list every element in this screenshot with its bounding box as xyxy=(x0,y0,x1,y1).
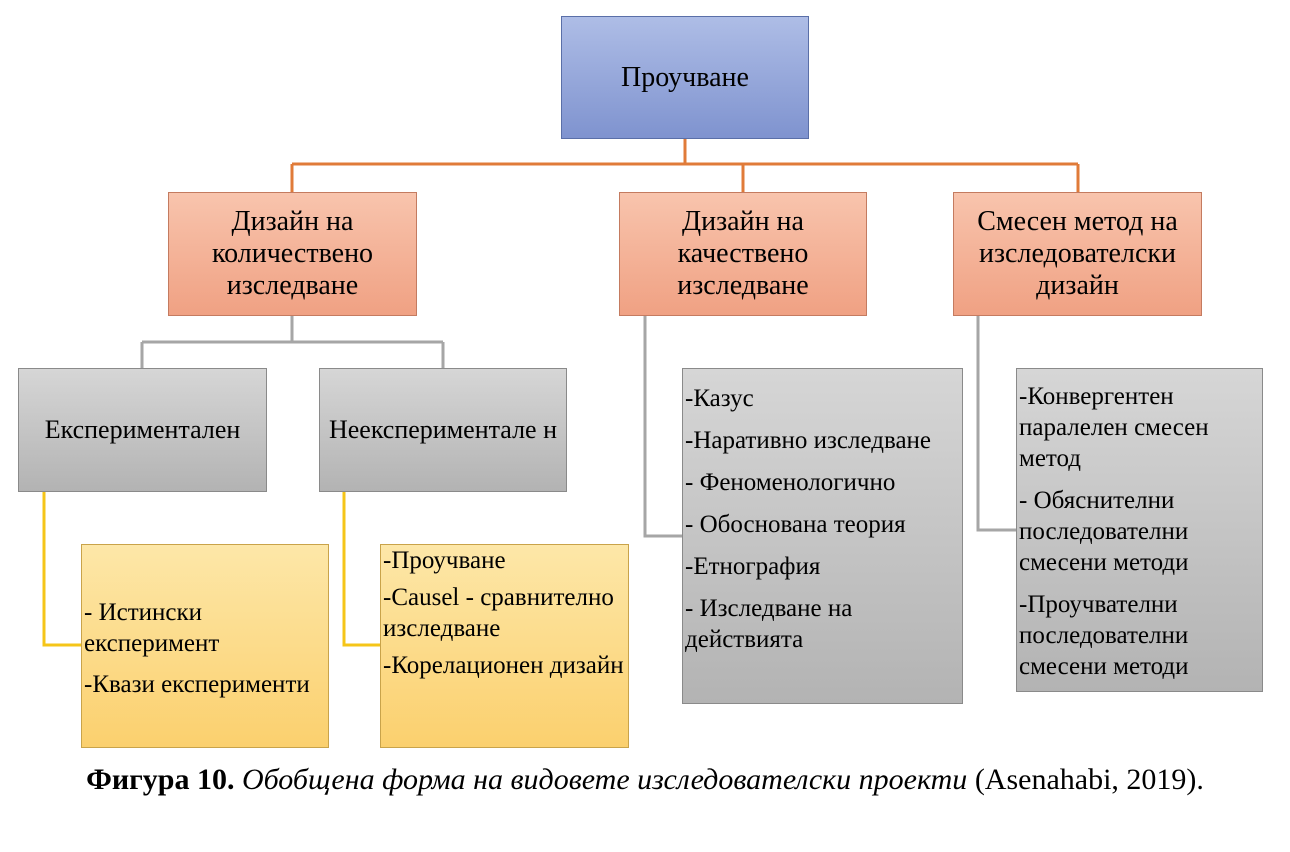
qualitative-design-label: Дизайн на качествено изследване xyxy=(677,206,809,301)
experimental-items-box: - Истински експеримент -Квази експеримен… xyxy=(81,544,329,748)
caption-figure-label: Фигура 10. xyxy=(86,763,235,796)
nonexperimental-node: Неекспериментале н xyxy=(319,368,567,492)
experimental-item: - Истински експеримент xyxy=(84,598,220,657)
nonexperimental-item: -Корелационен дизайн xyxy=(383,652,624,679)
mixed-items-box: -Конвергентен паралелен смесен метод - О… xyxy=(1016,368,1263,692)
caption-title: Обобщена форма на видовете изследователс… xyxy=(241,763,968,796)
mixed-design-label: Смесен метод на изследователски дизайн xyxy=(977,206,1178,301)
nonexperimental-item: -Проучване xyxy=(383,547,506,574)
experimental-label: Експериментален xyxy=(44,415,241,444)
quantitative-design-label: Дизайн на количествено изследване xyxy=(211,206,374,301)
mixed-item: - Обяснителни последователни смесени мет… xyxy=(1019,487,1189,576)
figure-caption: Фигура 10. Обобщена форма на видовете из… xyxy=(0,760,1290,800)
quantitative-design-node: Дизайн на количествено изследване xyxy=(168,192,417,316)
qualitative-item: - Изследване на действията xyxy=(685,595,853,653)
caption-citation: (Asenahabi, 2019). xyxy=(974,763,1204,796)
qualitative-design-node: Дизайн на качествено изследване xyxy=(619,192,867,316)
qualitative-item: -Етнография xyxy=(685,553,821,580)
experimental-node: Експериментален xyxy=(18,368,267,492)
quantitative-connectors xyxy=(140,316,445,368)
qualitative-item: - Феноменологично xyxy=(685,469,896,496)
root-connectors xyxy=(290,139,1080,192)
mixed-item: -Конвергентен паралелен смесен метод xyxy=(1019,383,1209,472)
nonexperimental-label: Неекспериментале н xyxy=(328,415,558,444)
mixed-item: -Проучвателни последователни смесени мет… xyxy=(1019,591,1189,680)
qualitative-item: -Казус xyxy=(685,385,754,412)
mixed-design-node: Смесен метод на изследователски дизайн xyxy=(953,192,1202,316)
side-connectors-gray xyxy=(643,316,1016,538)
root-label: Проучване xyxy=(621,61,749,93)
root-node: Проучване xyxy=(561,16,809,139)
qualitative-item: - Обоснована теория xyxy=(685,511,906,538)
nonexperimental-items-box: -Проучване -Causel - сравнително изследв… xyxy=(380,544,629,748)
qualitative-item: -Наративно изследване xyxy=(685,427,932,454)
side-connectors-yellow xyxy=(42,492,380,647)
nonexperimental-item: -Causel - сравнително изследване xyxy=(383,584,614,642)
experimental-item: -Квази експерименти xyxy=(84,670,310,698)
qualitative-items-box: -Казус -Наративно изследване - Феноменол… xyxy=(682,368,963,704)
